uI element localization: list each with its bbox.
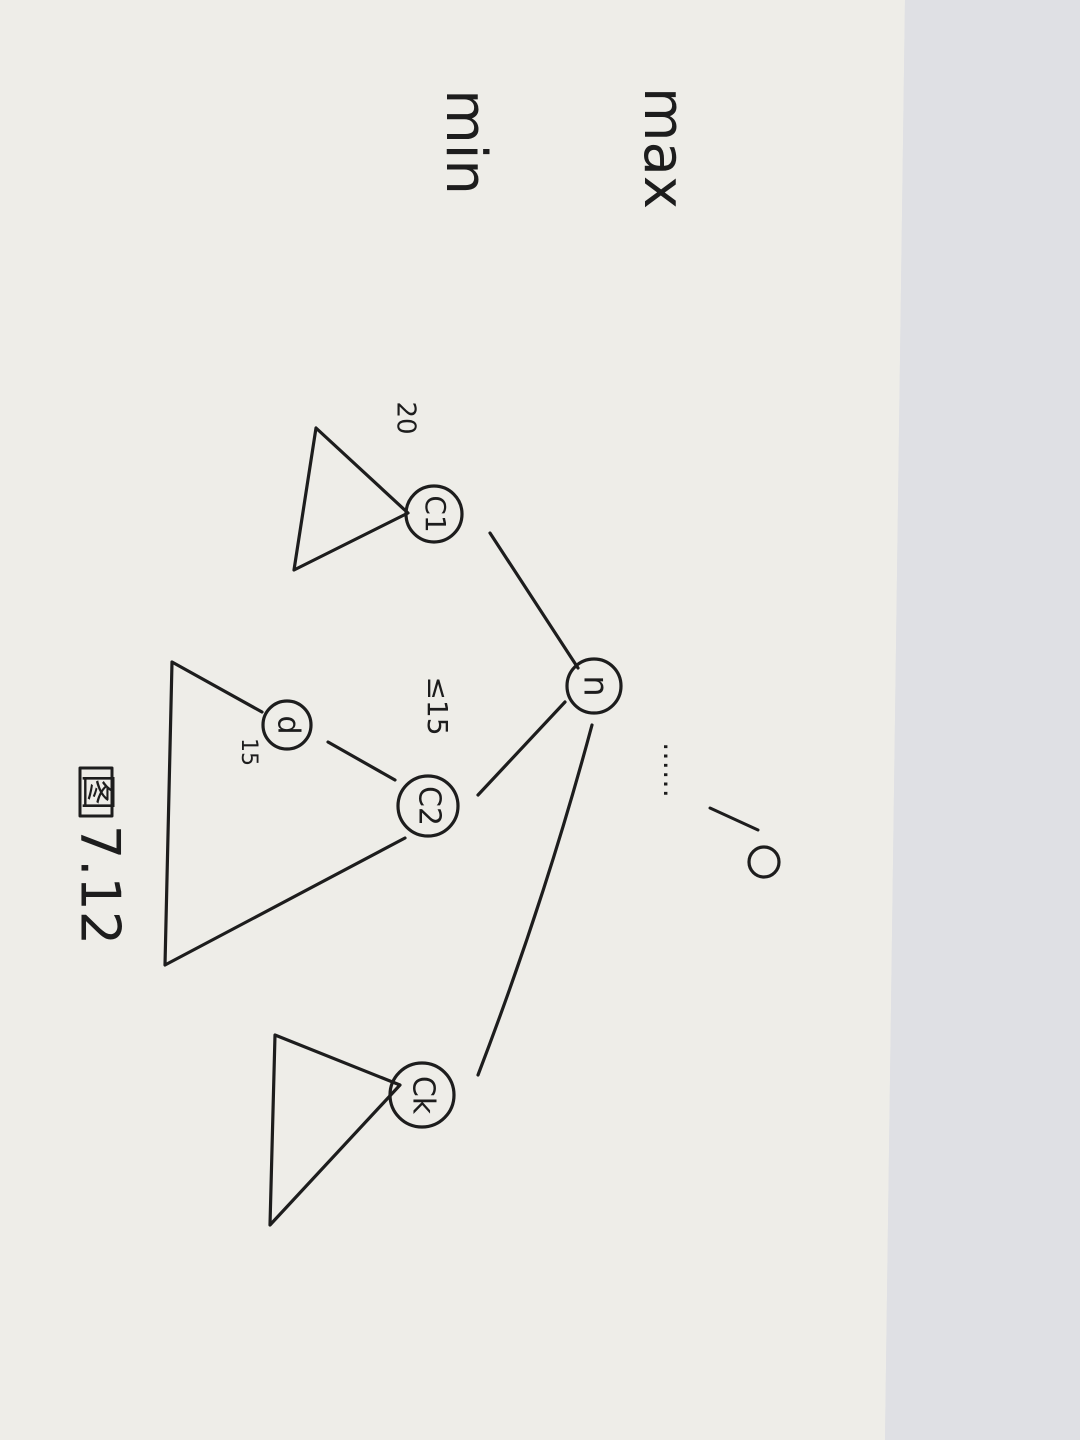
edge-n-c1 [488,531,580,670]
node-label-c1: C1 [419,495,452,532]
level-label-max: max [631,87,696,209]
value-label-c1: 20 [391,401,421,434]
figure-char-box [78,766,114,818]
node-label-n: n [576,675,616,697]
edge-extra-child [708,806,760,832]
level-label-min: min [433,89,498,195]
node-c1 [404,484,464,544]
edge-n-ck [476,723,594,1077]
edge-n-c2 [476,700,567,797]
ellipsis-label: …… [657,742,690,798]
paper-sheet [0,0,905,1440]
node-c2 [396,774,460,838]
node-extra-leaf [747,845,781,879]
subtree-c1 [292,426,410,572]
node-label-d: d [271,715,306,734]
subtree-ck [268,1033,402,1227]
node-label-ck: Ck [406,1076,441,1115]
node-n [565,657,623,715]
figure-number: 7.12 [68,825,131,945]
node-ck [388,1061,456,1129]
table-background [885,0,1080,1440]
edge-c2-d [326,740,397,782]
node-label-c2: C2 [412,786,447,826]
node-d [261,699,313,751]
subtree-c2 [163,660,407,967]
figure-char: 图 [77,774,118,810]
value-label-d: 15 [236,738,261,766]
bound-label-c2: ≤15 [421,676,454,735]
